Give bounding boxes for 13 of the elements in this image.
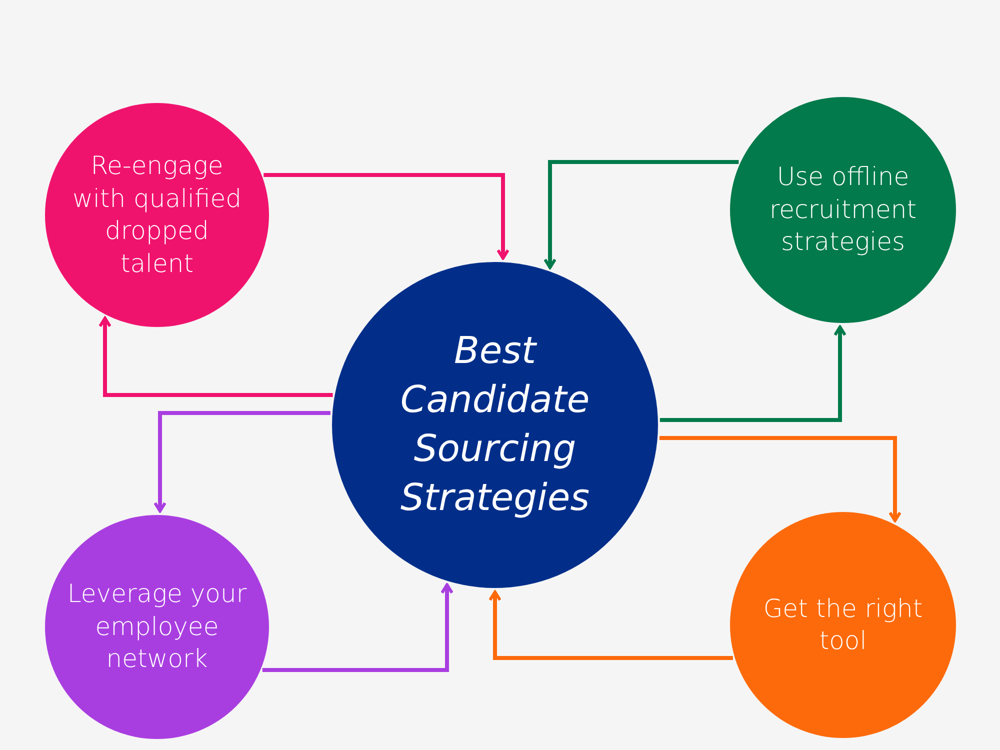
arrow [660, 325, 846, 422]
arrow [544, 160, 739, 270]
arrow [659, 436, 902, 522]
arrow [262, 583, 454, 672]
arrow [98, 316, 333, 397]
node-text: Get the right tool [762, 592, 924, 657]
arrow [264, 173, 510, 260]
arrow [488, 590, 733, 660]
node-text: Re-engage with qualified dropped talent [72, 150, 242, 280]
node-text: Best Candidate Sourcing Strategies [399, 328, 591, 521]
node-text: Leverage your employee network [67, 578, 247, 676]
node-text: Use offline recruitment strategies [768, 161, 918, 258]
arrow [154, 411, 330, 513]
